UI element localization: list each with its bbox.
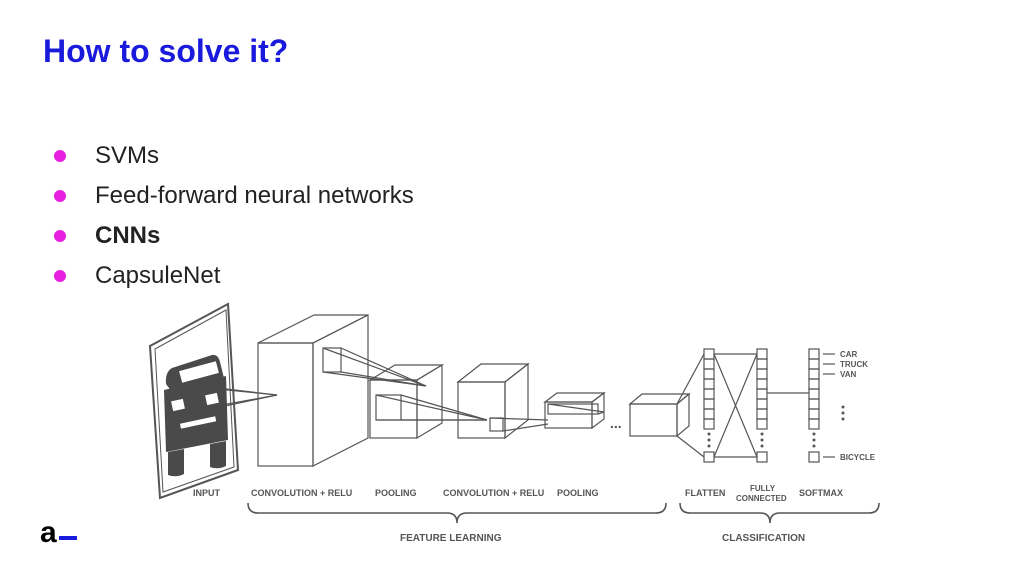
pool2-block [543,391,606,430]
bullet-list: SVMs Feed-forward neural networks CNNs C… [52,136,414,296]
logo: a [40,518,77,548]
bullet-item: Feed-forward neural networks [52,176,414,216]
stage-label-flatten: FLATTEN [685,488,725,498]
conv2-block [456,362,530,440]
pool1-block [367,363,445,440]
stage-label-connected: CONNECTED [736,494,787,503]
stage-label-fully: FULLY [750,484,776,493]
logo-letter: a [40,516,57,549]
bullet-text: Feed-forward neural networks [95,182,414,209]
diagram-structure [148,302,880,524]
bullet-item: SVMs [52,136,414,176]
stage-label-input: INPUT [193,488,221,498]
softmax-column [808,348,820,463]
class-label-car: CAR [840,350,858,359]
bullet-item: CNNs [52,216,414,256]
classification-brace [679,502,880,524]
stage-label-pool2: POOLING [557,488,599,498]
feature-map-block [628,392,691,438]
group-label-classification: CLASSIFICATION [722,533,805,544]
input-image-frame [148,302,240,500]
stage-label-conv2: CONVOLUTION + RELU [443,488,544,498]
slide-title: How to solve it? [43,33,289,69]
class-label-bicycle: BICYCLE [840,453,876,462]
column-dots [707,405,845,448]
group-label-feature-learning: FEATURE LEARNING [400,533,502,544]
bullet-dot-icon [54,230,66,242]
bullet-text: CapsuleNet [95,262,221,289]
class-label-truck: TRUCK [840,360,868,369]
bullet-dot-icon [54,150,66,162]
feature-learning-brace [247,502,667,524]
bullet-text: SVMs [95,142,160,169]
bullet-dot-icon [54,190,66,202]
class-label-van: VAN [840,370,857,379]
car-icon [164,354,228,477]
bullet-text: CNNs [95,222,161,249]
stage-label-softmax: SOFTMAX [799,488,843,498]
conv1-block [257,314,369,467]
stage-label-pool1: POOLING [375,488,417,498]
stage-label-conv1: CONVOLUTION + RELU [251,488,352,498]
ellipsis-label: ... [610,415,622,431]
logo-bar-icon [58,536,77,540]
bullet-dot-icon [54,270,66,282]
bullet-item: CapsuleNet [52,256,414,296]
cnn-architecture-diagram: ... INPUT CONVOLUTION + RELU POOLING CON… [148,302,880,544]
